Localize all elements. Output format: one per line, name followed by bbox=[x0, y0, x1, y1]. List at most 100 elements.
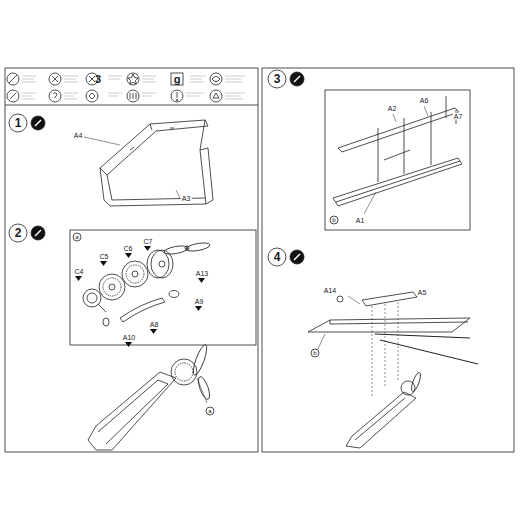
line-art bbox=[401, 381, 415, 395]
part-name: C7 bbox=[143, 238, 154, 245]
beam-a2 bbox=[338, 108, 459, 152]
line-art bbox=[150, 120, 205, 150]
line-art bbox=[330, 320, 468, 324]
line-art bbox=[338, 108, 459, 152]
line-art bbox=[35, 120, 41, 126]
line-art bbox=[87, 293, 97, 303]
line-art bbox=[393, 114, 396, 122]
part-name: A5 bbox=[417, 289, 428, 296]
sub-assembly-letter: b bbox=[312, 350, 317, 356]
line-art bbox=[424, 106, 428, 116]
line-art bbox=[333, 158, 462, 206]
line-art bbox=[375, 334, 478, 364]
line-art bbox=[49, 90, 61, 102]
line-art bbox=[177, 92, 178, 98]
line-art bbox=[31, 116, 45, 130]
line-art bbox=[210, 73, 222, 85]
line-art bbox=[294, 254, 300, 260]
line-art bbox=[142, 76, 156, 96]
line-art bbox=[346, 392, 416, 448]
line-art bbox=[35, 230, 41, 236]
line-art bbox=[196, 375, 212, 400]
line-art bbox=[10, 93, 16, 99]
rods-a6-a7 bbox=[378, 96, 456, 182]
line-art bbox=[290, 72, 304, 86]
line-art bbox=[89, 76, 95, 82]
line-art bbox=[103, 318, 109, 326]
line-art bbox=[89, 93, 95, 99]
line-art bbox=[268, 70, 286, 88]
line-art bbox=[70, 230, 256, 345]
line-art bbox=[378, 112, 431, 182]
part-name: A10 bbox=[122, 334, 136, 341]
line-art bbox=[198, 278, 205, 283]
panel-frames bbox=[5, 68, 514, 452]
line-art bbox=[364, 192, 376, 214]
line-art bbox=[64, 76, 78, 99]
sub-assembly-letter: b bbox=[331, 217, 336, 223]
line-art bbox=[130, 93, 136, 99]
part-name: A8 bbox=[149, 321, 160, 328]
line-art bbox=[336, 161, 460, 202]
gear-c4 bbox=[83, 289, 106, 312]
line-art bbox=[126, 265, 144, 283]
line-art bbox=[176, 99, 177, 100]
line-art bbox=[128, 74, 138, 84]
step1-rails bbox=[84, 120, 213, 206]
line-art bbox=[22, 76, 36, 99]
line-art bbox=[100, 120, 208, 175]
part-name: A7 bbox=[453, 113, 464, 120]
line-art bbox=[348, 296, 360, 304]
line-art bbox=[446, 96, 447, 118]
line-art bbox=[52, 76, 58, 82]
step-number: 2 bbox=[14, 227, 23, 239]
line-art bbox=[362, 292, 417, 306]
line-art bbox=[318, 334, 325, 349]
line-art bbox=[7, 73, 19, 85]
step2-hull bbox=[88, 344, 214, 450]
line-art bbox=[294, 76, 300, 82]
sub-assembly-letter: a bbox=[207, 408, 212, 414]
propeller-a13 bbox=[164, 241, 211, 255]
symbol-letter: g bbox=[173, 74, 182, 85]
line-art bbox=[147, 250, 169, 278]
ring-a9 bbox=[169, 291, 179, 298]
line-art bbox=[122, 261, 148, 287]
line-art bbox=[100, 261, 107, 266]
line-art bbox=[103, 278, 121, 296]
line-art bbox=[132, 271, 138, 277]
line-art bbox=[171, 90, 183, 102]
line-art bbox=[127, 90, 139, 102]
line-art bbox=[337, 296, 343, 302]
line-art bbox=[125, 253, 132, 258]
line-art bbox=[7, 90, 19, 102]
line-art bbox=[262, 68, 514, 452]
part-name: C5 bbox=[99, 253, 110, 260]
line-art bbox=[325, 90, 470, 230]
step3-inset bbox=[325, 90, 470, 230]
step-markers bbox=[9, 70, 304, 266]
line-art bbox=[9, 114, 27, 132]
line-art bbox=[330, 216, 338, 224]
line-art bbox=[169, 291, 179, 298]
line-art bbox=[410, 372, 422, 393]
line-art bbox=[311, 349, 319, 357]
part-name: A13 bbox=[195, 270, 209, 277]
line-art bbox=[290, 250, 304, 264]
symbol-number: 3 bbox=[94, 74, 102, 85]
line-art bbox=[144, 246, 151, 251]
line-art bbox=[53, 93, 57, 99]
line-art bbox=[150, 329, 157, 334]
line-art bbox=[130, 128, 174, 150]
line-art bbox=[225, 76, 245, 99]
pin-a10 bbox=[103, 318, 109, 326]
line-art bbox=[9, 75, 17, 83]
part-name: A1 bbox=[355, 217, 366, 224]
part-markers bbox=[75, 246, 205, 347]
part-name: C4 bbox=[74, 268, 85, 275]
step-number: 4 bbox=[273, 251, 282, 263]
line-art bbox=[75, 276, 82, 281]
line-art bbox=[9, 224, 27, 242]
line-art bbox=[73, 233, 81, 241]
